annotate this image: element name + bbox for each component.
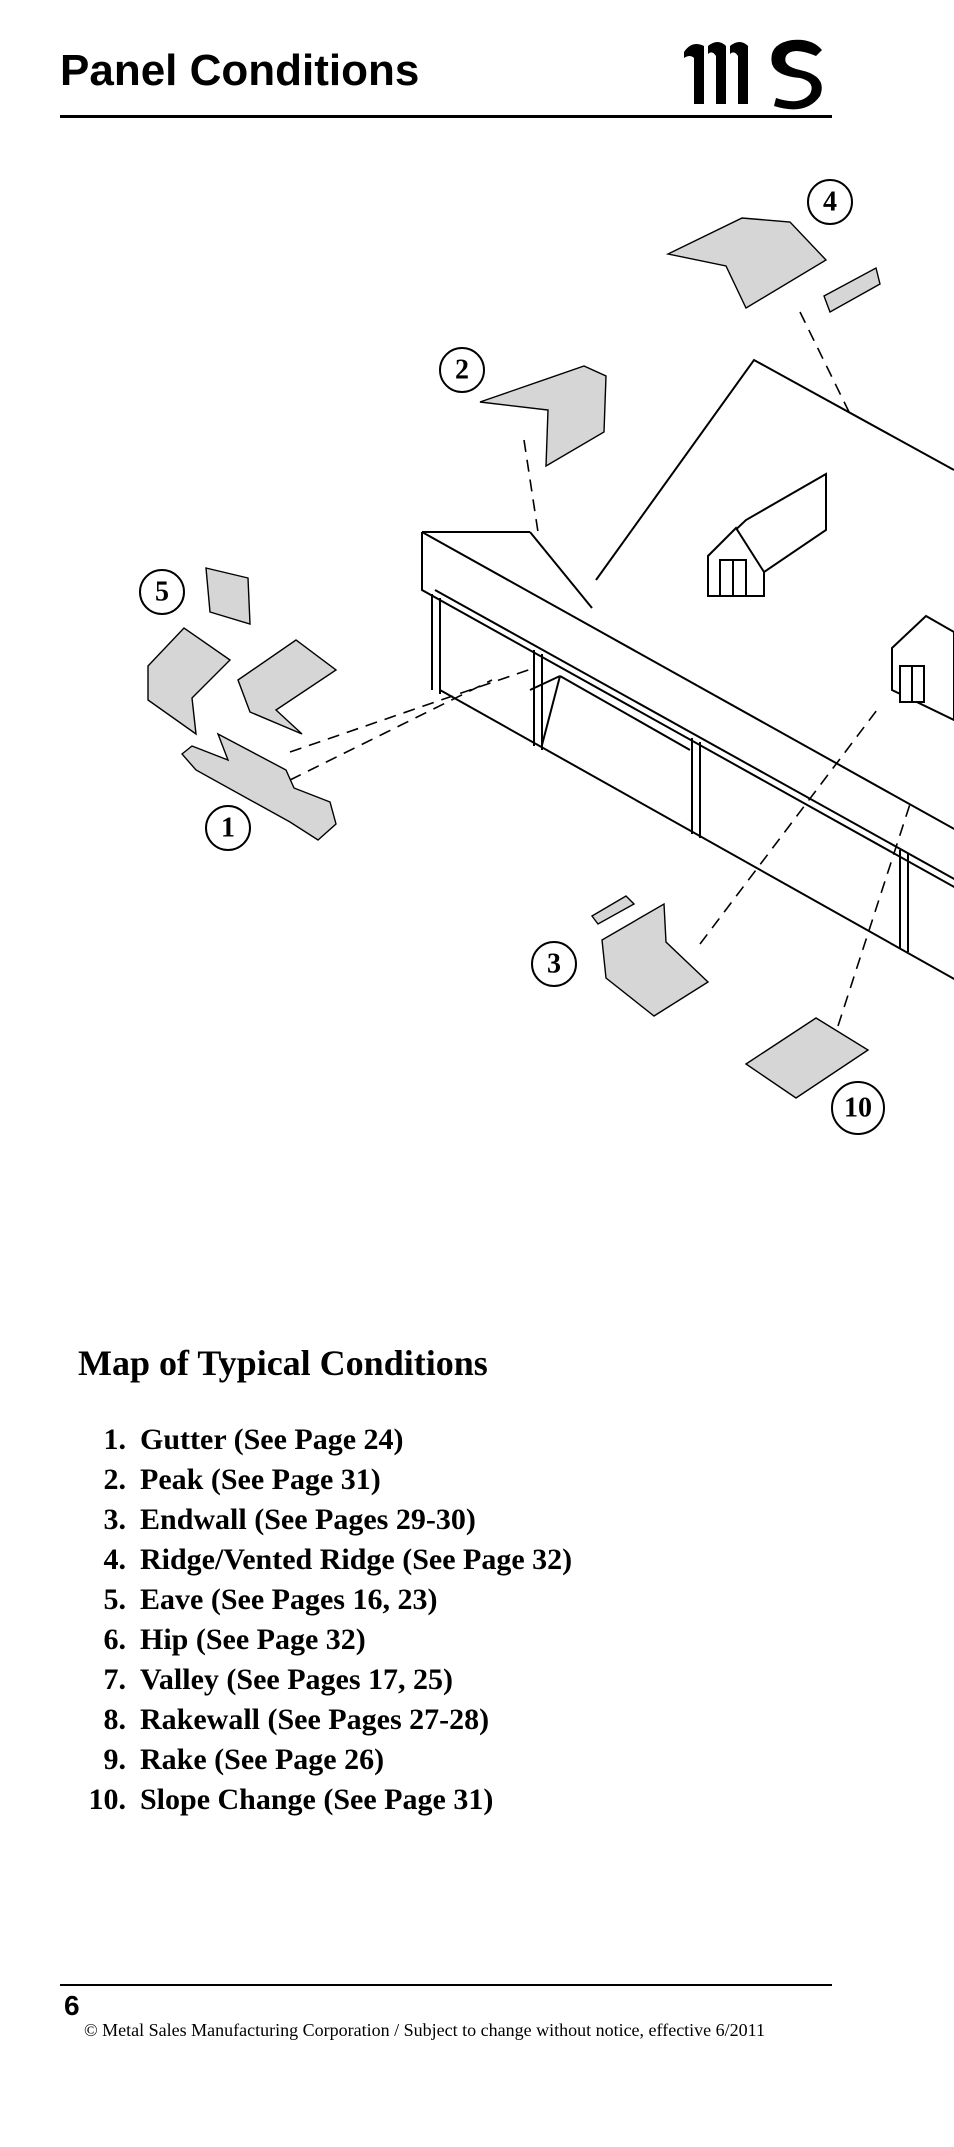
- list-item-text: Peak (See Page 31): [140, 1463, 381, 1496]
- eave-part-left: [147, 627, 232, 736]
- list-item: 6. Hip (See Page 32): [70, 1620, 572, 1660]
- callout-3: [531, 941, 577, 987]
- callout-2-label: 2: [455, 355, 469, 386]
- gutter-part: [180, 732, 337, 841]
- list-item-text: Endwall (See Pages 29-30): [140, 1503, 476, 1536]
- list-item: 1. Gutter (See Page 24): [70, 1420, 572, 1460]
- page-title: Panel Conditions: [60, 46, 420, 95]
- list-item-number: 6.: [103, 1623, 127, 1656]
- list-item: 7. Valley (See Pages 17, 25): [70, 1660, 572, 1700]
- list-item-text: Ridge/Vented Ridge (See Page 32): [140, 1543, 573, 1576]
- list-item-number: 1.: [103, 1423, 127, 1456]
- callout-5-label: 5: [155, 577, 169, 608]
- brand-logo: [684, 39, 822, 110]
- list-item-text: Slope Change (See Page 31): [140, 1783, 494, 1816]
- ridge-part: [665, 217, 828, 309]
- callout-3-label: 3: [547, 949, 561, 980]
- list-item-number: 8.: [103, 1703, 127, 1736]
- copyright-notice: © Metal Sales Manufacturing Corporation …: [84, 2020, 766, 2040]
- dormer-left: [707, 472, 827, 597]
- list-item-number: 7.: [103, 1663, 127, 1696]
- list-item-number: 10.: [88, 1783, 127, 1816]
- list-item-number: 5.: [103, 1583, 127, 1616]
- list-item-text: Gutter (See Page 24): [140, 1423, 404, 1456]
- callout-4-label: 4: [823, 187, 837, 218]
- list-item: 2. Peak (See Page 31): [70, 1460, 572, 1500]
- footer-rule: [60, 1984, 832, 1986]
- eave-part-right: [237, 639, 338, 735]
- list-item: 8. Rakewall (See Pages 27-28): [70, 1700, 572, 1740]
- list-item: 10. Slope Change (See Page 31): [70, 1780, 572, 1820]
- list-item-text: Rake (See Page 26): [140, 1743, 385, 1776]
- header-rule: [60, 115, 832, 118]
- list-item: 9. Rake (See Page 26): [70, 1740, 572, 1780]
- conditions-list: 1. Gutter (See Page 24) 2. Peak (See Page …: [70, 1420, 573, 1820]
- list-item: 4. Ridge/Vented Ridge (See Page 32): [70, 1540, 573, 1580]
- callout-1-label: 1: [221, 813, 235, 844]
- list-item-number: 3.: [103, 1503, 127, 1536]
- slope-change-part: [744, 1017, 870, 1099]
- endwall-part: [601, 902, 710, 1017]
- list-item-number: 4.: [103, 1543, 127, 1576]
- endwall-trim-part: [590, 895, 636, 925]
- dormer-right: [891, 614, 954, 722]
- callout-10-label: 10: [844, 1093, 872, 1124]
- callout-5: [139, 569, 185, 615]
- list-item-text: Rakewall (See Pages 27-28): [140, 1703, 490, 1736]
- list-item-text: Eave (See Pages 16, 23): [140, 1583, 438, 1616]
- page-number: 6: [64, 1990, 80, 2021]
- list-item: 3. Endwall (See Pages 29-30): [70, 1500, 572, 1540]
- list-item: 5. Eave (See Pages 16, 23): [70, 1580, 572, 1620]
- ridge-vent-part: [823, 266, 881, 314]
- list-item-number: 9.: [103, 1743, 127, 1776]
- callout-4: [807, 179, 853, 225]
- list-item-text: Valley (See Pages 17, 25): [140, 1663, 454, 1696]
- peak-part: [479, 365, 607, 468]
- callout-1: [205, 805, 251, 851]
- eave-part-top: [205, 567, 251, 625]
- list-item-text: Hip (See Page 32): [140, 1623, 366, 1656]
- roof-conditions-diagram: 4 2 5 1 3 10: [139, 179, 954, 1135]
- section-title: Map of Typical Conditions: [78, 1343, 488, 1383]
- callout-10: [831, 1081, 885, 1135]
- list-item-number: 2.: [103, 1463, 127, 1496]
- callout-2: [439, 347, 485, 393]
